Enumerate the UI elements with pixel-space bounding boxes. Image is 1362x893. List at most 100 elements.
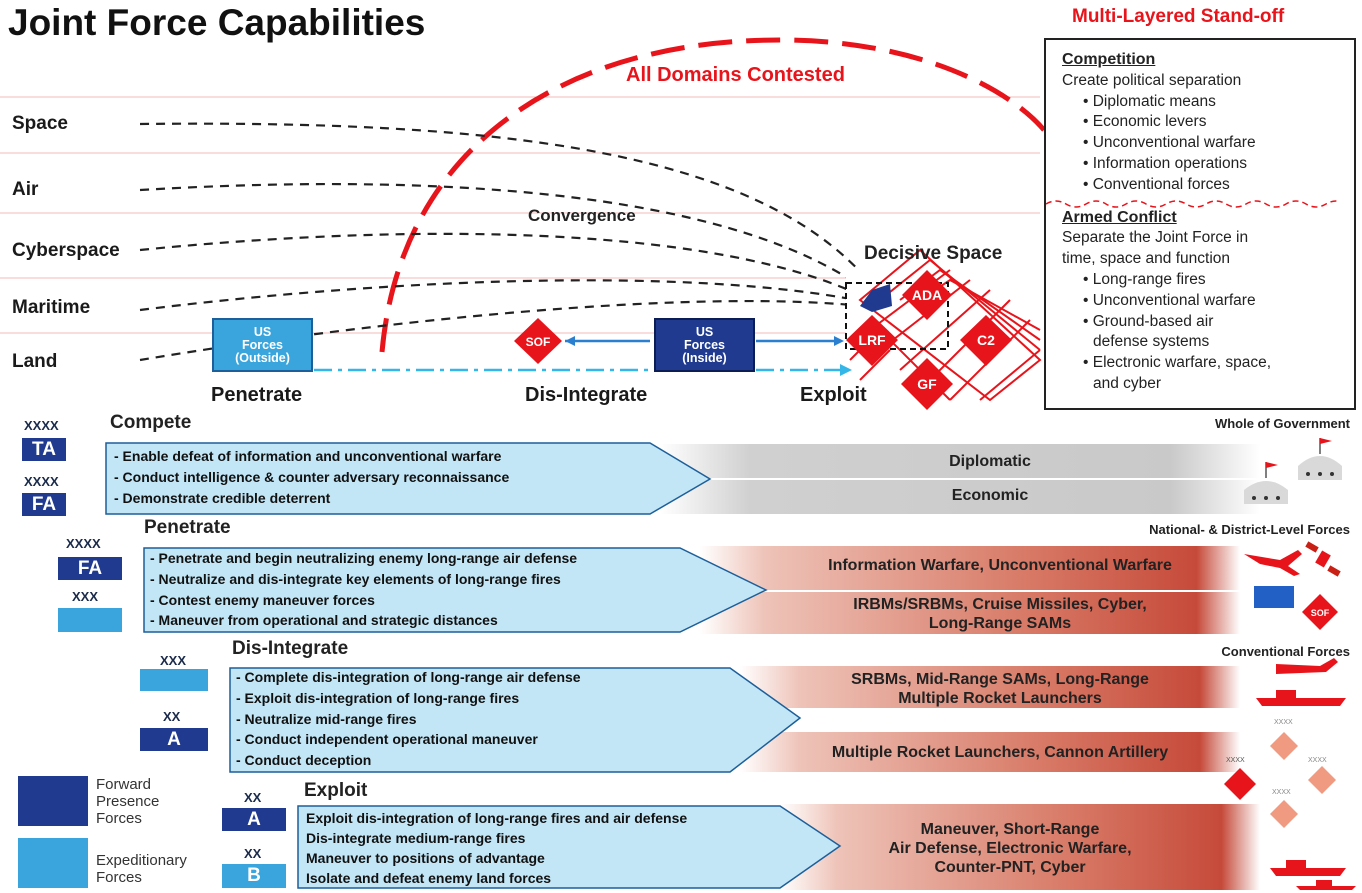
task-item: - Conduct independent operational maneuv… bbox=[236, 731, 538, 748]
task-item: - Penetrate and begin neutralizing enemy… bbox=[150, 550, 578, 566]
domain-cyberspace: Cyberspace bbox=[12, 240, 120, 261]
competition-item-text: Information operations bbox=[1092, 154, 1247, 172]
task-item: - Enable defeat of information and uncon… bbox=[114, 448, 502, 464]
unit-diamond-icon bbox=[1308, 766, 1336, 794]
contested-label: All Domains Contested bbox=[626, 64, 845, 86]
band-maneuver-line2: Air Defense, Electronic Warfare, bbox=[888, 840, 1132, 857]
penetrate-tasks: - Penetrate and begin neutralizing enemy… bbox=[150, 548, 577, 631]
small-label: XXXX bbox=[1272, 789, 1291, 796]
band-mrl: Multiple Rocket Launchers, Cannon Artill… bbox=[831, 744, 1169, 761]
armed-conflict-heading: Armed Conflict bbox=[1062, 208, 1177, 226]
us-inside-line1: US bbox=[695, 325, 714, 339]
unit-fa: FA bbox=[22, 493, 66, 516]
task-item: Maneuver to positions of advantage bbox=[306, 850, 545, 866]
unit-level: XXXX bbox=[24, 474, 59, 489]
legend-forward-line: Forward bbox=[96, 776, 152, 793]
c2-label: C2 bbox=[977, 332, 995, 348]
us-outside-line3: (Outside) bbox=[235, 351, 290, 365]
section-exploit-title: Exploit bbox=[304, 780, 368, 801]
phase-disintegrate: Dis-Integrate bbox=[525, 384, 648, 406]
small-label: XXXX bbox=[1226, 757, 1245, 764]
competition-item: • Unconventional warfare bbox=[1083, 134, 1256, 152]
legend-expeditionary-line: Expeditionary bbox=[96, 852, 187, 869]
task-item: Dis-integrate medium-range fires bbox=[306, 830, 526, 846]
jet-icon bbox=[1276, 658, 1338, 674]
band-economic: Economic bbox=[951, 487, 1029, 504]
armed-item-cont: defense systems bbox=[1093, 333, 1210, 351]
compete-band bbox=[105, 442, 1260, 515]
unit-level: XXXX bbox=[66, 536, 101, 551]
penetrate-band bbox=[143, 546, 1240, 634]
task-item: - Neutralize mid-range fires bbox=[236, 710, 417, 727]
unit-fa-penetrate: FA bbox=[58, 557, 122, 580]
competition-item-text: Economic levers bbox=[1092, 113, 1207, 131]
section-penetrate-title: Penetrate bbox=[144, 517, 231, 538]
armed-item: • Electronic warfare, space, bbox=[1083, 354, 1272, 372]
ada-label: ADA bbox=[912, 287, 942, 303]
task-item: - Complete dis-integration of long-range… bbox=[236, 669, 581, 685]
band-irbms-line1: IRBMs/SRBMs, Cruise Missiles, Cyber, bbox=[853, 596, 1147, 613]
unit-diamond-icon bbox=[1224, 768, 1256, 800]
unit-a-disintegrate: A bbox=[140, 728, 208, 751]
government-building-icon bbox=[1244, 438, 1342, 504]
caption-conventional: Conventional Forces bbox=[1221, 644, 1350, 659]
band-maneuver-line1: Maneuver, Short-Range bbox=[920, 821, 1100, 838]
armed-item: • Unconventional warfare bbox=[1083, 291, 1256, 309]
sof-icon-label: SOF bbox=[1311, 608, 1330, 618]
sof-label: SOF bbox=[526, 335, 551, 349]
legend-forward-line: Presence bbox=[96, 793, 160, 810]
exploit-band bbox=[297, 804, 1260, 890]
legend-expeditionary-swatch bbox=[18, 838, 88, 888]
compete-tasks: - Enable defeat of information and uncon… bbox=[114, 446, 509, 508]
domain-land: Land bbox=[12, 351, 58, 372]
exploit-tasks: Exploit dis-integration of long-range fi… bbox=[306, 808, 687, 888]
task-item: - Conduct intelligence & counter adversa… bbox=[114, 468, 510, 485]
wavy-separator bbox=[1046, 199, 1340, 208]
legend-forward-swatch bbox=[18, 776, 88, 826]
competition-heading: Competition bbox=[1062, 51, 1156, 68]
us-outside-line2: Forces bbox=[242, 338, 283, 352]
legend-expeditionary-label: Expeditionary Forces bbox=[96, 852, 187, 886]
armed-item-text: Ground-based air bbox=[1092, 312, 1214, 330]
us-inside-line2: Forces bbox=[684, 338, 725, 352]
ground-forces-icon bbox=[1270, 860, 1356, 890]
band-irbms-line2: Long-Range SAMs bbox=[928, 615, 1072, 632]
disintegrate-tasks: - Complete dis-integration of long-range… bbox=[236, 667, 581, 771]
domain-maritime: Maritime bbox=[12, 297, 91, 318]
ship-icon bbox=[1256, 690, 1346, 706]
section-compete-title: Compete bbox=[110, 412, 192, 433]
domain-air: Air bbox=[12, 179, 39, 200]
unit-diamond-icon bbox=[1270, 732, 1298, 760]
unit-b-exploit: B bbox=[222, 864, 286, 888]
node-lrf: LRF bbox=[846, 315, 898, 366]
armed-item: • Ground-based air bbox=[1083, 312, 1214, 330]
node-gf: GF bbox=[901, 358, 953, 410]
armed-item-cont: and cyber bbox=[1093, 374, 1162, 392]
armed-item: • Long-range fires bbox=[1083, 270, 1206, 288]
contested-arc bbox=[379, 37, 1046, 353]
unit-level: XX bbox=[163, 709, 181, 724]
task-item: - Neutralize and dis-integrate key eleme… bbox=[150, 570, 561, 587]
aircraft-satellite-icon: SOF bbox=[1244, 541, 1341, 630]
armed-item-text: Electronic warfare, space, bbox=[1092, 354, 1272, 372]
small-label: XXXX bbox=[1308, 757, 1327, 764]
band-maneuver: Maneuver, Short-Range Air Defense, Elect… bbox=[830, 820, 1190, 877]
task-item: - Demonstrate credible deterrent bbox=[114, 489, 331, 506]
us-forces-inside: US Forces (Inside) bbox=[654, 318, 755, 372]
node-ada: ADA bbox=[902, 270, 952, 320]
task-item: - Exploit dis-integration of long-range … bbox=[236, 689, 520, 706]
small-label: XXXX bbox=[1274, 719, 1293, 726]
caption-whole-gov: Whole of Government bbox=[1214, 416, 1350, 431]
armed-item-text: Long-range fires bbox=[1092, 270, 1206, 288]
domain-space: Space bbox=[12, 113, 68, 134]
task-item: - Conduct deception bbox=[236, 752, 372, 769]
competition-item-text: Diplomatic means bbox=[1092, 92, 1216, 110]
us-forces-outside: US Forces (Outside) bbox=[212, 318, 313, 372]
legend-forward-label: Forward Presence Forces bbox=[96, 776, 159, 827]
lrf-label: LRF bbox=[858, 332, 886, 348]
phase-exploit: Exploit bbox=[800, 384, 867, 406]
multi-layered-box: Competition Create political separation … bbox=[1044, 38, 1356, 410]
page-title: Joint Force Capabilities bbox=[8, 2, 426, 43]
band-srbms: SRBMs, Mid-Range SAMs, Long-Range Multip… bbox=[790, 670, 1210, 708]
gf-label: GF bbox=[917, 376, 937, 392]
